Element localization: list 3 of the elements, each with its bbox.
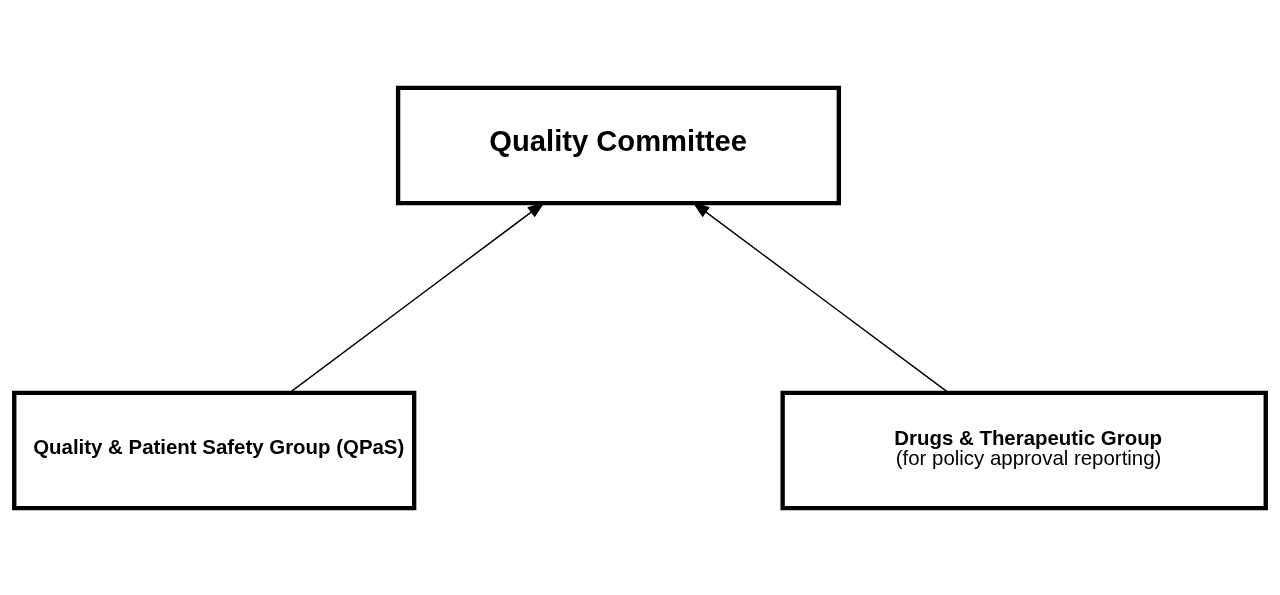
node-box: Quality Committee xyxy=(395,85,842,205)
node-box: Quality & Patient Safety Group (QPaS) xyxy=(12,390,417,510)
node-box: Drugs & Therapeutic Group (for policy approval reporting) xyxy=(780,390,1268,510)
